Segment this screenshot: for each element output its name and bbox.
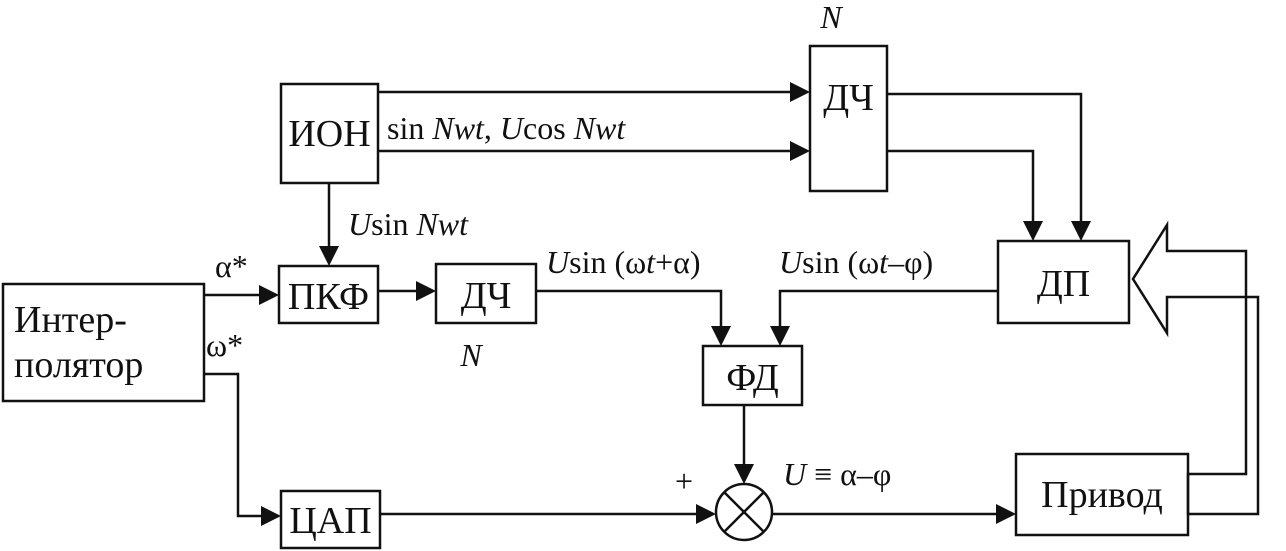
wire-ion-to-pkf — [319, 183, 339, 266]
wire-ion-to-dch-upper — [378, 82, 810, 102]
alpha-star-label: α* — [215, 248, 248, 284]
ion-down-label: Usin Nwt — [348, 206, 469, 242]
block-interpolator: Интер- полятор — [1, 282, 206, 403]
wire-cap-to-sum — [380, 504, 716, 524]
n-mid-label: N — [459, 337, 483, 373]
pkf-label: ПКФ — [288, 276, 369, 318]
block-dp: ДП — [996, 239, 1131, 325]
dch-output-label: Usin (ωt+α) — [546, 244, 701, 280]
ion-label: ИОН — [288, 113, 370, 155]
wire-pkf-to-dch — [378, 281, 436, 301]
mechanical-feedback-arrow — [1131, 220, 1260, 516]
wire-fd-to-sum — [734, 405, 754, 484]
block-dch-top: ДЧ — [808, 44, 889, 193]
interpolator-label-line1: Интер- — [14, 299, 127, 341]
dch-mid-label: ДЧ — [461, 275, 512, 317]
fd-label: ФД — [726, 357, 779, 399]
block-privod: Привод — [1014, 452, 1190, 537]
omega-star-label: ω* — [206, 327, 243, 363]
wire-dch-to-dp-left — [887, 149, 1043, 241]
wire-dch-to-dp-right — [887, 92, 1091, 241]
interpolator-label-line2: полятор — [14, 344, 143, 386]
block-ion: ИОН — [279, 82, 380, 185]
cap-label: ЦАП — [289, 500, 371, 542]
n-top-label: N — [819, 0, 843, 35]
block-cap: ЦАП — [279, 489, 382, 550]
dp-label: ДП — [1037, 263, 1090, 305]
plus-sign: + — [675, 463, 693, 499]
wire-interpolator-to-pkf — [204, 285, 279, 305]
dp-output-label: Usin (ωt–φ) — [779, 244, 933, 280]
ion-output-label: sin Nwt, Ucos Nwt — [387, 110, 626, 146]
wire-dp-to-fd — [770, 289, 998, 346]
error-label: U ≡ α–φ — [783, 456, 891, 492]
dch-top-label: ДЧ — [823, 77, 874, 119]
wire-sum-to-privod — [772, 504, 1016, 524]
wire-dch-to-fd — [536, 289, 731, 346]
block-dch-mid: ДЧ — [434, 262, 538, 325]
block-fd: ФД — [701, 344, 804, 407]
wire-interpolator-to-cap — [204, 372, 281, 526]
privod-label: Привод — [1041, 474, 1163, 516]
summing-junction — [714, 482, 774, 542]
block-pkf: ПКФ — [277, 264, 380, 325]
wire-ion-to-dch-lower — [378, 141, 810, 161]
